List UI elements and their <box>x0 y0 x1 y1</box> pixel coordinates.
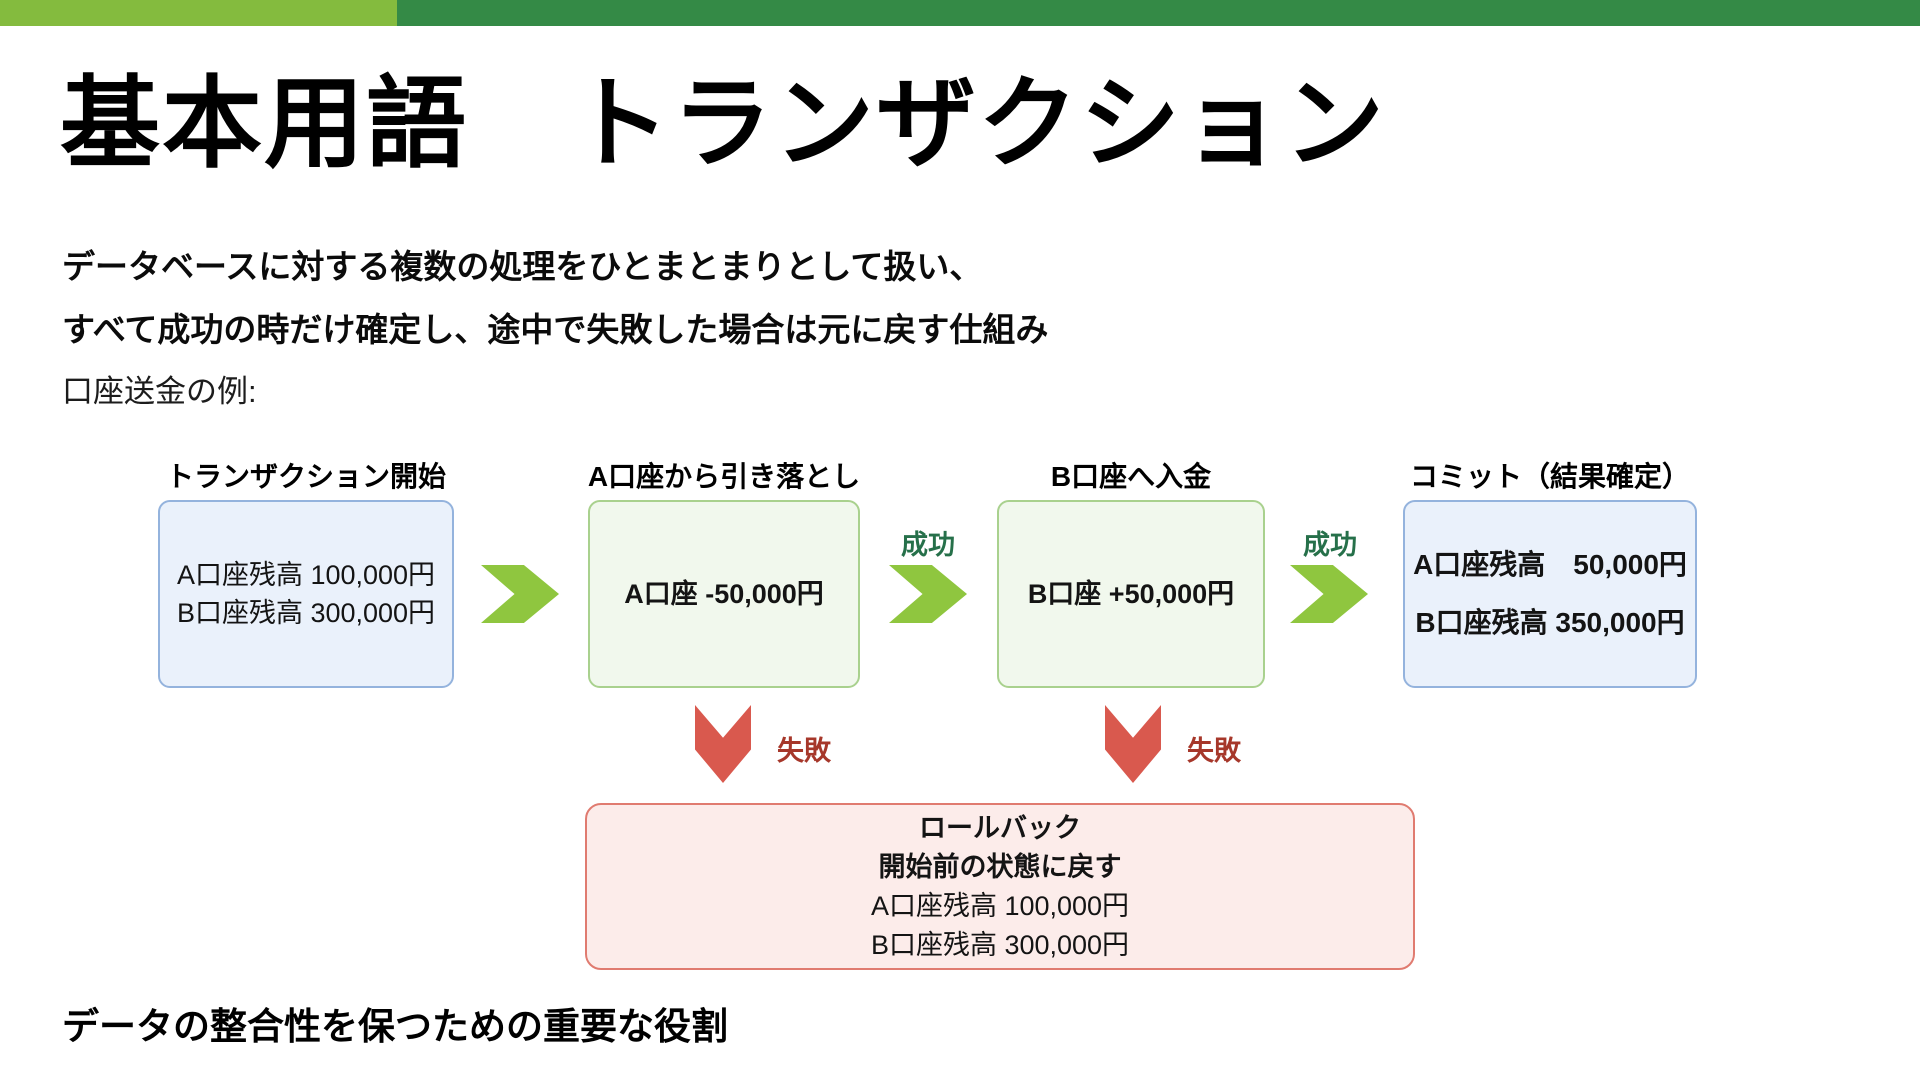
step-label-transaction-start: トランザクション開始 <box>165 461 446 492</box>
rollback-box: ロールバック 開始前の状態に戻す A口座残高 100,000円 B口座残高 30… <box>585 803 1415 970</box>
box-commit: A口座残高 50,000円 B口座残高 350,000円 <box>1403 500 1697 688</box>
arrow-down-fail-icon-1 <box>695 705 751 783</box>
box-withdraw-a: A口座 -50,000円 <box>588 500 860 688</box>
step-label-deposit-b: B口座へ入金 <box>1050 461 1212 492</box>
arrow-down-fail-icon-2 <box>1105 705 1161 783</box>
box-deposit-b-line-1: B口座 +50,000円 <box>1027 579 1235 609</box>
box-commit-line-1: A口座残高 50,000円 <box>1413 549 1687 580</box>
success-label-1: 成功 <box>901 530 955 560</box>
footer-statement: データの整合性を保つための重要な役割 <box>62 1006 728 1047</box>
rollback-line-1: A口座残高 100,000円 <box>870 890 1130 921</box>
arrow-right-icon-1 <box>481 565 559 623</box>
box-transaction-start: A口座残高 100,000円 B口座残高 300,000円 <box>158 500 454 688</box>
rollback-title: ロールバック <box>919 812 1081 843</box>
fail-label-2: 失敗 <box>1187 736 1241 766</box>
intro-line-2: すべて成功の時だけ確定し、途中で失敗した場合は元に戻す仕組み <box>62 311 1049 348</box>
box-deposit-b: B口座 +50,000円 <box>997 500 1265 688</box>
example-label: 口座送金の例: <box>62 374 257 409</box>
page-title: 基本用語 トランザクション <box>60 68 1386 180</box>
intro-line-1: データベースに対する複数の処理をひとまとまりとして扱い、 <box>62 248 983 285</box>
box-commit-line-2: B口座残高 350,000円 <box>1415 607 1685 638</box>
rollback-subtitle: 開始前の状態に戻す <box>878 851 1122 882</box>
box-transaction-start-line-2: B口座残高 300,000円 <box>176 598 436 628</box>
box-withdraw-a-line-1: A口座 -50,000円 <box>624 579 824 609</box>
top-accent-bar-dark <box>0 0 1920 26</box>
fail-label-1: 失敗 <box>777 736 831 766</box>
box-transaction-start-line-1: A口座残高 100,000円 <box>176 560 436 590</box>
arrow-right-icon-3 <box>1290 565 1368 623</box>
arrow-right-icon-2 <box>889 565 967 623</box>
step-label-withdraw-a: A口座から引き落とし <box>587 461 861 492</box>
success-label-2: 成功 <box>1303 530 1357 560</box>
step-label-commit: コミット（結果確定） <box>1409 461 1690 492</box>
rollback-line-2: B口座残高 300,000円 <box>870 929 1130 960</box>
top-accent-bar-light <box>0 0 397 26</box>
